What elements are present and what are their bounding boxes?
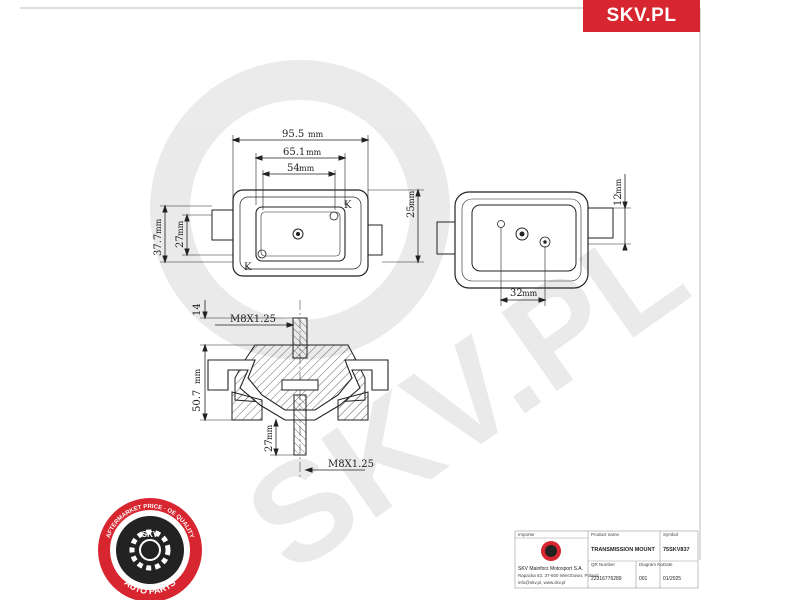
company-address: Rapacka 63, 37-600 Wierzbowo, Poland xyxy=(518,573,599,578)
number-label: Diagram No. xyxy=(639,562,664,567)
ean-value: 22316776289 xyxy=(591,576,622,582)
title-block xyxy=(514,530,699,589)
svg-text:K: K xyxy=(244,262,252,273)
product-label: Product name xyxy=(591,532,620,537)
dim-unit: mm xyxy=(308,130,324,139)
brand-logo-tag[interactable]: SKV.PL xyxy=(583,0,700,32)
symbol-label: Symbol xyxy=(663,532,678,537)
section-view xyxy=(200,300,389,480)
dim-height-right: 25 xyxy=(406,205,417,218)
dim-body-height: 50.7 xyxy=(192,390,203,412)
dim-unit: mm xyxy=(176,220,185,236)
number-value: 001 xyxy=(639,576,648,582)
thread-top-label: M8X1.25 xyxy=(230,314,276,325)
dim-width-inner: 65.1 xyxy=(283,147,305,158)
dim-unit: mm xyxy=(193,368,202,384)
ean-label: QR Number xyxy=(591,562,616,567)
product-value: TRANSMISSION MOUNT xyxy=(591,547,656,553)
gear-icon xyxy=(129,529,171,571)
top-view: K K xyxy=(160,135,424,277)
dim-unit: mm xyxy=(306,148,322,157)
dim-stud-bottom: 27 xyxy=(264,439,275,452)
dim-height-left: 37.7 xyxy=(153,234,164,256)
company-name: SKV Mainforz Motosport S.A. xyxy=(518,566,583,572)
bottom-view xyxy=(436,174,631,306)
importer-label: Importer xyxy=(518,532,535,537)
watermark: SKV.PL xyxy=(150,60,713,601)
dim-unit: mm xyxy=(299,164,315,173)
dim-height-inner: 27 xyxy=(175,235,186,248)
svg-text:K: K xyxy=(344,200,352,211)
thread-bottom-label: M8X1.25 xyxy=(328,459,374,470)
dim-side-spacing: 32 xyxy=(510,288,523,299)
quality-badge: SKV AFTERMARKET PRICE · OE QUALITY AUTO … xyxy=(98,498,202,602)
symbol-value: 75SKV837 xyxy=(663,547,690,553)
dim-stud-top: 14 xyxy=(192,303,203,316)
dim-unit: mm xyxy=(407,190,416,206)
badge-center-text: SKV xyxy=(142,530,159,539)
company-contact: info@skv.pl, www.skv.pl xyxy=(518,580,565,585)
dim-side-height: 12 xyxy=(613,193,624,206)
date-label: Date xyxy=(663,562,673,567)
dim-unit: mm xyxy=(265,424,274,440)
dim-unit: mm xyxy=(614,178,623,194)
date-value: 01/2025 xyxy=(663,576,681,582)
dim-unit: mm xyxy=(154,218,163,234)
dim-width-total: 95.5 xyxy=(282,129,304,140)
dim-unit: mm xyxy=(522,289,538,298)
dim-width-hole: 54 xyxy=(287,163,300,174)
